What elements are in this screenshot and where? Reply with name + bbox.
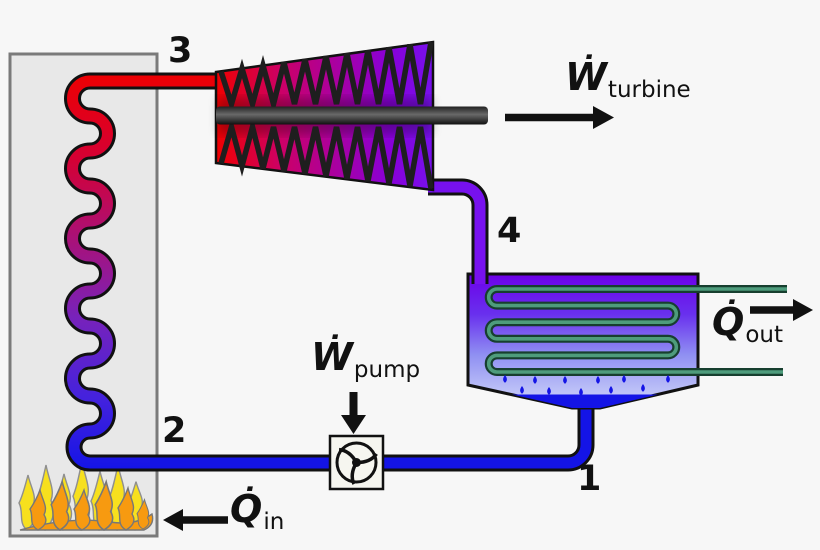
w-turbine-label: Ẇturbine (565, 55, 691, 102)
q-in-label: Q̇in (230, 487, 284, 534)
turbine-shaft (216, 106, 488, 125)
w-turbine-symbol: Ẇ (565, 55, 607, 99)
w-pump-label: Ẇpump (311, 335, 420, 382)
q-out-label: Q̇out (712, 300, 783, 347)
exhaust-pipe-core (428, 181, 486, 280)
condenser (466, 252, 787, 410)
coolant-coil (484, 285, 787, 376)
state-point-1: 1 (577, 459, 602, 499)
state-point-2: 2 (162, 411, 187, 451)
coolant-coil-core (486, 287, 787, 374)
feedwater-pipe-core (150, 396, 592, 469)
boiler-coil-core (67, 75, 232, 469)
w-turbine-arrow (505, 106, 614, 129)
energy-arrows (163, 106, 813, 531)
state-point-3: 3 (168, 31, 193, 71)
q-in-subscript: in (263, 509, 285, 535)
turbine-blades-top (218, 41, 434, 115)
flames-orange (19, 480, 154, 531)
turbine (214, 40, 488, 192)
w-turbine-subscript: turbine (607, 77, 691, 103)
turbine-blades-bottom (218, 116, 434, 189)
w-pump-symbol: Ẇ (311, 335, 353, 379)
furnace-flames-icon (18, 460, 154, 531)
pump (328, 434, 385, 491)
q-in-arrow (163, 509, 228, 531)
boiler-coil (64, 72, 232, 472)
condensate-pool (512, 394, 658, 408)
turbine-exhaust-pipe (428, 178, 489, 280)
state-point-4: 4 (497, 211, 522, 251)
w-pump-subscript: pump (353, 357, 421, 383)
pump-impeller-fan-icon (335, 441, 378, 485)
q-out-symbol: Q̇ (712, 300, 745, 344)
q-in-symbol: Q̇ (230, 487, 263, 531)
q-out-subscript: out (745, 322, 783, 348)
q-out-arrow (750, 299, 813, 321)
feedwater-pipe (150, 396, 595, 472)
w-pump-arrow (341, 392, 366, 434)
